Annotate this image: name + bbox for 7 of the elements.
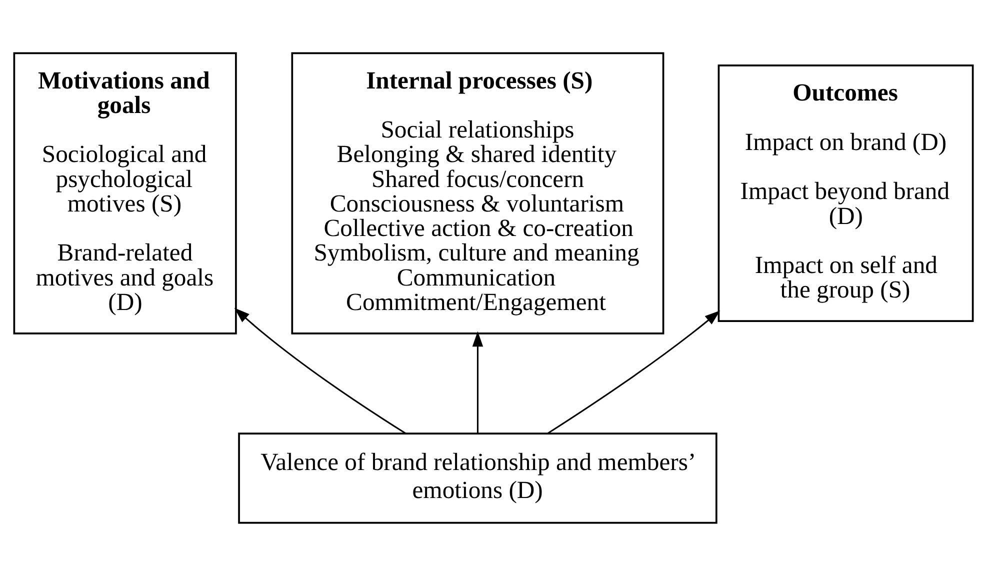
- node-box: Valence of brand relationship and members’ emotions (D): [238, 432, 718, 524]
- arrow: [472, 331, 484, 434]
- node-box: Motivations and goals Sociological and psychological motives (S) Brand-related motives and goals (D): [13, 52, 237, 334]
- node-box: Internal processes (S) Social relationships Belonging & shared identity Shared focus/concern Consciousness & voluntarism Collective action & co-creation Symbolism, culture and meaning Communication Commitment/Engagement: [291, 52, 664, 334]
- arrow: [548, 310, 720, 434]
- arrow: [234, 308, 406, 434]
- node-box: Outcomes Impact on brand (D) Impact beyond brand (D) Impact on self and the group (S): [718, 64, 974, 322]
